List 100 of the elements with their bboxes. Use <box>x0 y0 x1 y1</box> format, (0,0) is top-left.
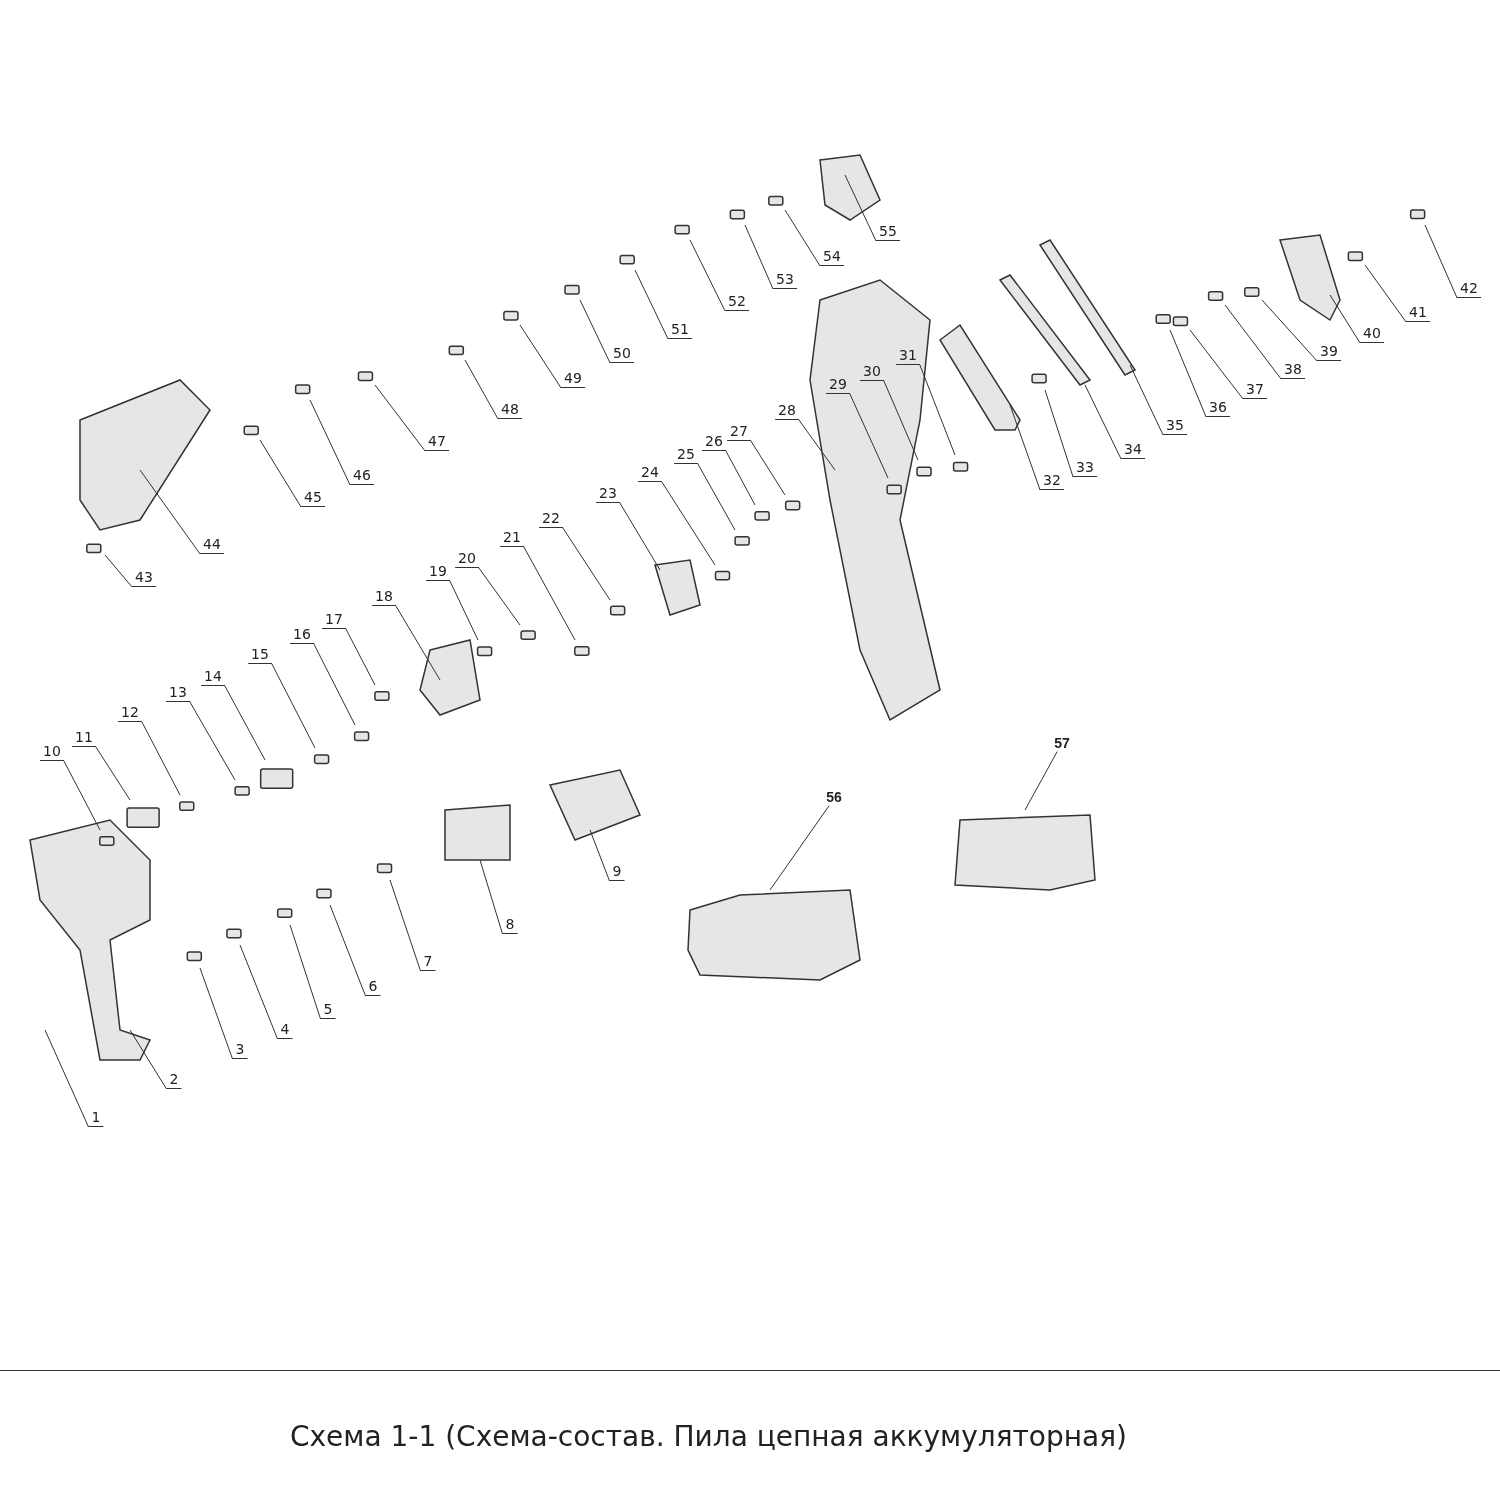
callout-number: 11 <box>72 729 96 747</box>
callout-number: 54 <box>820 248 844 266</box>
leader-line <box>189 701 236 781</box>
callout-number: 55 <box>876 223 900 241</box>
callout-number: 42 <box>1457 280 1481 298</box>
leader-line <box>479 859 504 935</box>
callout-number: 28 <box>775 402 799 420</box>
callout-number: 48 <box>498 401 522 419</box>
callout-number: 36 <box>1206 399 1230 417</box>
leader-line <box>63 760 101 831</box>
leader-line <box>519 324 562 389</box>
leader-line <box>141 721 181 796</box>
callout-number: 9 <box>609 863 625 881</box>
leader-line <box>619 502 661 571</box>
leader-line <box>844 174 877 242</box>
leader-line <box>345 628 376 686</box>
leader-line <box>634 269 669 340</box>
leader-line <box>1424 224 1458 299</box>
callout-number: 2 <box>166 1071 182 1089</box>
leader-line <box>389 879 422 972</box>
callout-number: 57 <box>1051 734 1073 752</box>
leader-line <box>579 299 611 364</box>
leader-line <box>697 463 736 531</box>
callout-number: 27 <box>727 423 751 441</box>
leader-line <box>1129 364 1164 436</box>
callout-number: 40 <box>1360 325 1384 343</box>
leader-line <box>259 439 302 508</box>
callout-number: 20 <box>455 550 479 568</box>
leader-line <box>139 469 201 555</box>
callout-number: 25 <box>674 446 698 464</box>
callout-number: 31 <box>896 347 920 365</box>
leader-line <box>224 685 266 761</box>
leader-line <box>129 1029 168 1090</box>
leader-line <box>1024 751 1058 811</box>
leader-line <box>784 209 821 267</box>
leader-line <box>725 450 756 506</box>
callout-number: 10 <box>40 743 64 761</box>
leader-line <box>478 567 521 626</box>
leader-line <box>199 967 234 1060</box>
leader-line <box>1044 389 1074 478</box>
callout-number: 3 <box>232 1041 248 1059</box>
callout-number: 21 <box>500 529 524 547</box>
callout-number: 1 <box>88 1109 104 1127</box>
leader-line <box>464 359 499 420</box>
callout-number: 19 <box>426 563 450 581</box>
leader-line <box>271 663 316 749</box>
callout-number: 23 <box>596 485 620 503</box>
leader-line <box>44 1029 90 1128</box>
callout-number: 6 <box>365 978 381 996</box>
leader-line <box>1329 294 1361 344</box>
callout-number: 47 <box>425 433 449 451</box>
callout-number: 50 <box>610 345 634 363</box>
callout-number: 53 <box>773 271 797 289</box>
leader-line <box>883 380 919 461</box>
callout-number: 52 <box>725 293 749 311</box>
callout-number: 44 <box>200 536 224 554</box>
leader-line <box>750 440 786 496</box>
leader-line <box>329 904 367 997</box>
callout-number: 8 <box>502 916 518 934</box>
callout-number: 51 <box>668 321 692 339</box>
callout-number: 39 <box>1317 343 1341 361</box>
leader-line <box>849 393 889 479</box>
leader-line <box>239 944 279 1040</box>
callout-number: 56 <box>823 788 845 806</box>
callout-number: 5 <box>320 1001 336 1019</box>
leader-line <box>1364 264 1407 323</box>
leader-line <box>313 643 356 726</box>
leader-line <box>1084 384 1122 460</box>
callout-number: 33 <box>1073 459 1097 477</box>
leader-line <box>689 239 726 312</box>
callout-number: 24 <box>638 464 662 482</box>
leader-line <box>289 924 322 1020</box>
leader-line <box>798 419 836 471</box>
leader-line <box>95 746 131 801</box>
callout-number: 26 <box>702 433 726 451</box>
callout-number: 43 <box>132 569 156 587</box>
callout-number: 38 <box>1281 361 1305 379</box>
leader-line <box>374 384 426 452</box>
callout-number: 13 <box>166 684 190 702</box>
leader-line <box>562 527 611 601</box>
leader-line <box>309 399 351 486</box>
callout-number: 17 <box>322 611 346 629</box>
callout-number: 32 <box>1040 472 1064 490</box>
callout-number: 41 <box>1406 304 1430 322</box>
callout-number: 15 <box>248 646 272 664</box>
callout-number: 29 <box>826 376 850 394</box>
leader-line <box>395 605 441 681</box>
callout-number: 22 <box>539 510 563 528</box>
callout-number: 34 <box>1121 441 1145 459</box>
callout-number: 35 <box>1163 417 1187 435</box>
leader-line <box>1169 329 1207 418</box>
leader-line <box>769 805 830 891</box>
callout-number: 4 <box>277 1021 293 1039</box>
callout-number: 7 <box>420 953 436 971</box>
callout-number: 30 <box>860 363 884 381</box>
leader-line <box>661 481 716 566</box>
leader-line <box>1224 304 1282 380</box>
callout-number: 45 <box>301 489 325 507</box>
leader-line <box>449 580 479 641</box>
leader-line <box>1261 299 1318 362</box>
